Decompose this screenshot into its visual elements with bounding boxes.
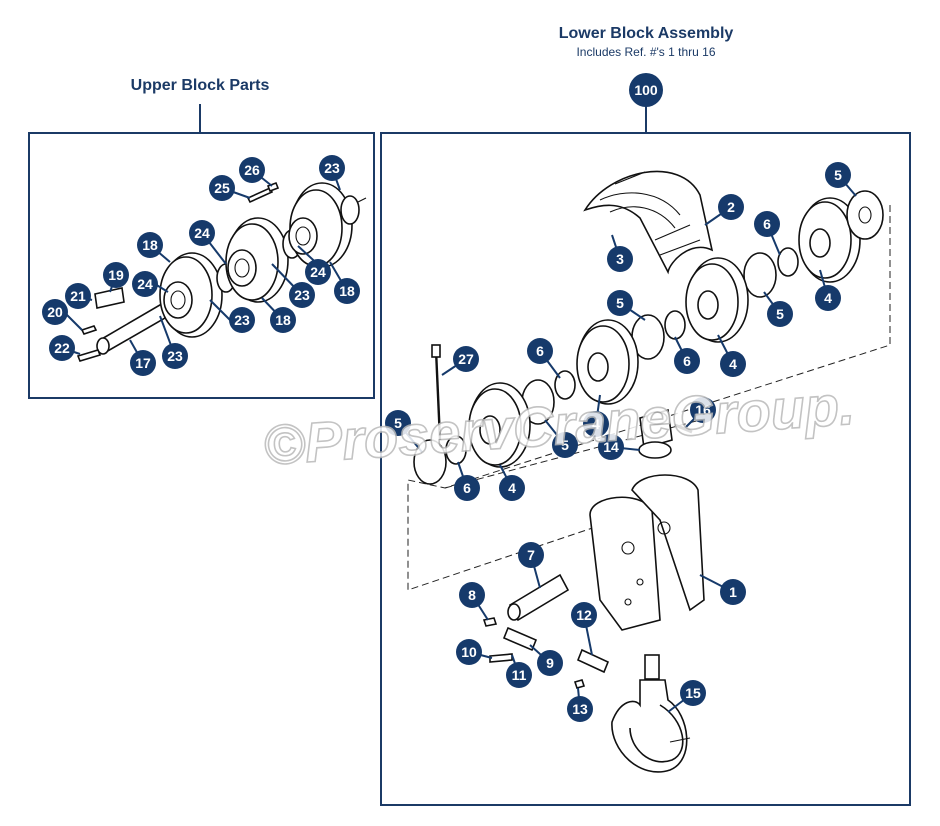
callout-label: 2: [727, 199, 735, 215]
lower-callout-10: 10: [456, 639, 482, 665]
callout-label: 5: [834, 167, 842, 183]
callout-label: 23: [294, 287, 310, 303]
upper-block-title: Upper Block Parts: [131, 77, 270, 94]
callout-label: 16: [695, 402, 711, 418]
upper-callout-19: 19: [103, 262, 129, 288]
callout-label: 8: [468, 587, 476, 603]
lower-callout-5-e: 5: [552, 432, 578, 458]
upper-callout-23-c: 23: [289, 282, 315, 308]
upper-callout-23-b: 23: [229, 307, 255, 333]
upper-callout-23-d: 23: [162, 343, 188, 369]
callout-label: 13: [572, 701, 588, 717]
callout-label: 18: [339, 283, 355, 299]
callout-label: 17: [135, 355, 151, 371]
lower-block-panel: Lower Block Assembly Includes Ref. #'s 1…: [380, 25, 911, 806]
upper-block-panel: Upper Block Parts: [28, 77, 375, 399]
upper-callout-23-a: 23: [319, 155, 345, 181]
callout-label: 20: [47, 304, 63, 320]
lower-callout-27: 27: [453, 346, 479, 372]
lower-callout-4-b: 4: [720, 351, 746, 377]
lower-callout-2: 2: [718, 194, 744, 220]
lower-callout-6-a: 6: [754, 211, 780, 237]
callout-label: 10: [461, 644, 477, 660]
callout-label: 6: [763, 216, 771, 232]
callout-label: 6: [463, 480, 471, 496]
upper-callout-25: 25: [209, 175, 235, 201]
upper-callout-21: 21: [65, 283, 91, 309]
lower-callout-4-a: 4: [815, 285, 841, 311]
callout-label: 4: [824, 290, 832, 306]
lower-callout-4-c: 4: [583, 411, 609, 437]
callout-label: 6: [683, 353, 691, 369]
callout-label: 9: [546, 655, 554, 671]
lower-callout-8: 8: [459, 582, 485, 608]
callout-label: 24: [194, 225, 210, 241]
callout-label: 23: [324, 160, 340, 176]
lower-callout-5-c: 5: [607, 290, 633, 316]
upper-callout-24-b: 24: [132, 271, 158, 297]
lower-block-subtitle: Includes Ref. #'s 1 thru 16: [576, 45, 715, 59]
assembly-callout-100: 100: [629, 73, 663, 107]
lower-callout-6-c: 6: [527, 338, 553, 364]
lower-callout-1: 1: [720, 579, 746, 605]
callout-label: 100: [634, 82, 658, 98]
lower-block-drawing: [407, 170, 891, 773]
upper-callout-18-c: 18: [334, 278, 360, 304]
lower-callout-6-d: 6: [454, 475, 480, 501]
callout-label: 7: [527, 547, 535, 563]
lower-callout-3: 3: [607, 246, 633, 272]
callout-label: 6: [536, 343, 544, 359]
lower-callout-4-d: 4: [499, 475, 525, 501]
upper-callout-17: 17: [130, 350, 156, 376]
callout-label: 26: [244, 162, 260, 178]
callout-label: 3: [616, 251, 624, 267]
callout-label: 23: [167, 348, 183, 364]
callout-label: 5: [394, 415, 402, 431]
lower-callout-7: 7: [518, 542, 544, 568]
callout-label: 25: [214, 180, 230, 196]
lower-block-title: Lower Block Assembly: [559, 25, 734, 42]
callout-label: 11: [512, 667, 527, 683]
upper-callout-18-a: 18: [137, 232, 163, 258]
lower-callout-15: 15: [680, 680, 706, 706]
lower-callout-16: 16: [690, 397, 716, 423]
callout-label: 18: [275, 312, 291, 328]
callout-label: 4: [508, 480, 516, 496]
callout-label: 5: [616, 295, 624, 311]
lower-callout-5-d: 5: [385, 410, 411, 436]
lower-callout-14: 14: [598, 434, 624, 460]
callout-label: 27: [458, 351, 474, 367]
lower-callout-5-a: 5: [825, 162, 851, 188]
callout-label: 12: [576, 607, 592, 623]
callout-label: 14: [603, 439, 619, 455]
callout-label: 5: [776, 306, 784, 322]
lower-callout-12: 12: [571, 602, 597, 628]
callout-label: 5: [561, 437, 569, 453]
upper-callout-26: 26: [239, 157, 265, 183]
lower-block-frame: [380, 132, 911, 806]
callout-label: 22: [54, 340, 70, 356]
upper-callout-18-b: 18: [270, 307, 296, 333]
callout-label: 24: [310, 264, 326, 280]
callout-label: 18: [142, 237, 158, 253]
lower-callout-6-b: 6: [674, 348, 700, 374]
callout-label: 19: [108, 267, 124, 283]
upper-callout-24-c: 24: [305, 259, 331, 285]
upper-block-frame: [28, 132, 375, 399]
callout-label: 24: [137, 276, 153, 292]
lower-callout-9: 9: [537, 650, 563, 676]
callout-label: 4: [592, 416, 600, 432]
callout-label: 4: [729, 356, 737, 372]
upper-callout-22: 22: [49, 335, 75, 361]
callout-label: 15: [685, 685, 701, 701]
lower-callout-11: 11: [506, 662, 532, 688]
callout-label: 1: [729, 584, 737, 600]
callout-label: 21: [70, 288, 86, 304]
callout-label: 23: [234, 312, 250, 328]
upper-callout-24-a: 24: [189, 220, 215, 246]
lower-callout-13: 13: [567, 696, 593, 722]
upper-callout-20: 20: [42, 299, 68, 325]
lower-callout-5-b: 5: [767, 301, 793, 327]
